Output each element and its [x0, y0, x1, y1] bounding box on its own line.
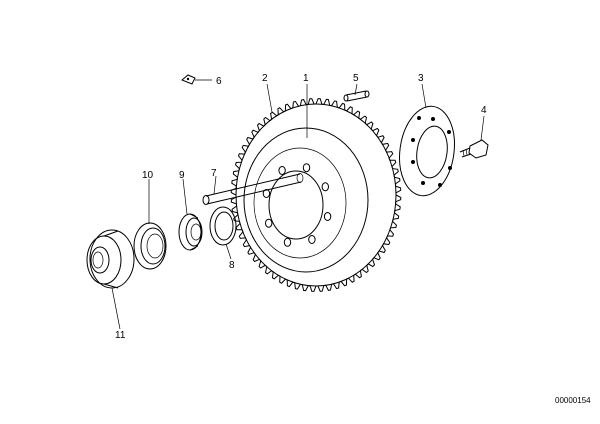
callout-7: 7 — [211, 168, 217, 179]
washer-plate[interactable] — [394, 103, 460, 200]
bolt-hole — [283, 237, 292, 247]
bolt[interactable] — [459, 139, 489, 159]
dowel-pin[interactable] — [343, 90, 370, 102]
callout-1: 1 — [303, 73, 309, 84]
lock-ring[interactable] — [209, 206, 237, 246]
callout-4: 4 — [481, 105, 487, 116]
callout-3: 3 — [418, 73, 424, 84]
cross-shaft[interactable] — [202, 173, 304, 205]
ring-gear[interactable] — [230, 98, 402, 292]
bolt-hole — [321, 182, 329, 192]
document-number: 00000154 — [555, 396, 591, 405]
ball-bearing[interactable] — [86, 229, 135, 289]
shaft-seal[interactable] — [133, 222, 167, 270]
callout-5: 5 — [353, 73, 359, 84]
bolt-hole — [302, 163, 311, 173]
callout-9: 9 — [179, 170, 185, 181]
bolt-hole — [262, 189, 271, 198]
callout-11: 11 — [115, 330, 126, 341]
tapered-bearing[interactable] — [178, 213, 203, 251]
callout-6: 6 — [216, 76, 222, 87]
bolt-hole — [308, 235, 316, 244]
gear-teeth-outline — [230, 98, 402, 292]
clip-piece[interactable] — [181, 74, 196, 85]
callout-2: 2 — [262, 73, 268, 84]
callout-10: 10 — [142, 170, 154, 181]
callout-8: 8 — [229, 260, 235, 271]
leader-lines — [111, 79, 485, 330]
bolt-hole — [265, 218, 273, 228]
bolt-hole — [323, 212, 332, 221]
bolt-hole — [278, 166, 286, 175]
